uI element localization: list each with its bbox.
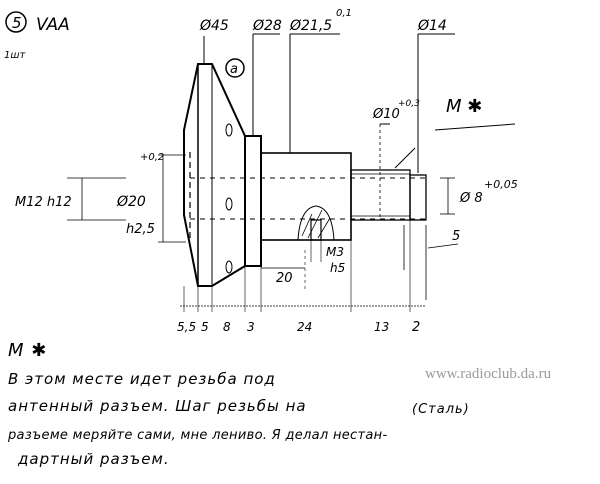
dim-d21-5: Ø21,5 [289,18,332,34]
note-title: M ✱ [8,340,48,361]
dim-20: 20 [276,271,293,286]
dim-d10-tol: +0,3 [398,99,420,109]
note-line: дартный разъем. [18,450,170,468]
detail-mark-circle [225,58,245,78]
dim-h2-5: h2,5 [126,222,155,237]
quantity: 1шт [4,50,27,61]
dim-bottom: 5 [201,320,209,334]
dim-h5: h5 [330,261,345,275]
dim-bottom: 24 [297,320,312,334]
dim-5-right: 5 [452,229,460,244]
collar [244,135,262,267]
dim-d8: Ø 8 [459,191,483,206]
shaft-tip [409,174,427,221]
dim-d14: Ø14 [417,18,447,34]
setscrew-section [297,205,335,241]
dim-bottom: 8 [223,320,231,334]
material-note: (Сталь) [412,402,470,417]
dim-d20: Ø20 [116,194,146,210]
tol-02: +0,2 [140,152,164,163]
dim-d28: Ø28 [252,18,282,34]
dim-bottom: 13 [374,320,389,334]
dim-bottom: 2 [412,320,420,335]
dim-d21-5-tol: 0,1 [336,8,352,19]
part-code: VAA [36,15,70,35]
part-number-circle [5,11,27,33]
note-line: В этом месте идет резьба под [8,370,276,388]
flange-hole [225,260,233,274]
dim-d10: Ø10 [372,107,400,122]
dim-d8-tol: +0,05 [484,178,518,191]
flange-hole [225,123,233,137]
dim-m12: M12 h12 [15,195,72,210]
m-mark: M ✱ [446,96,482,117]
flange-hole [225,197,233,211]
dim-bottom: 5,5 [177,320,196,334]
detail-mark: a [230,62,238,77]
dim-d45: Ø45 [199,18,229,34]
note-line: антенный разъем. Шаг резьбы на [8,397,307,415]
dim-bottom: 3 [247,320,255,334]
part-number: 5 [12,14,22,32]
flange-outline [183,63,246,287]
watermark: www.radioclub.da.ru [425,366,552,382]
dim-m3: M3 [326,245,344,259]
note-line: разъеме меряйте сами, мне лениво. Я дела… [8,428,388,443]
